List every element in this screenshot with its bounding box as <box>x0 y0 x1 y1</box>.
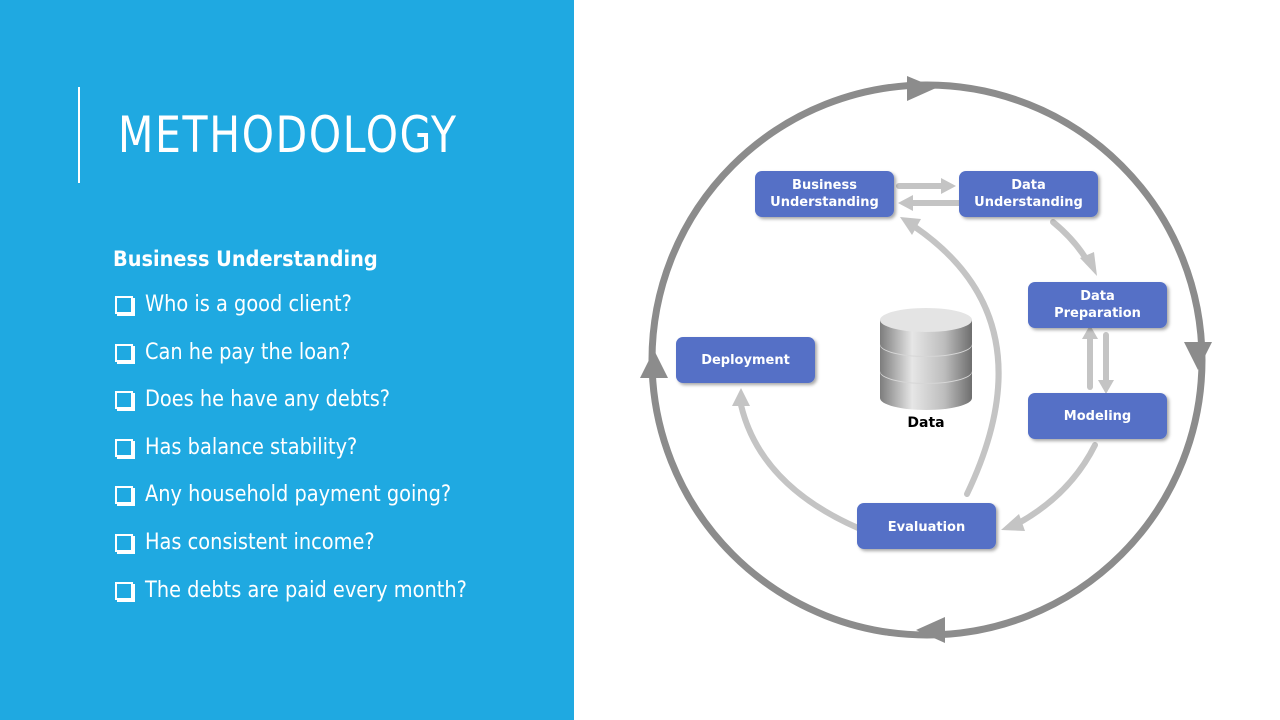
question-text: Has balance stability? <box>145 434 358 460</box>
node-label: Business <box>792 178 857 193</box>
checkbox-bullet-icon <box>115 581 133 600</box>
node-label: Understanding <box>974 195 1083 210</box>
question-list: Who is a good client? Can he pay the loa… <box>113 290 511 623</box>
crisp-dm-diagram: Data Business Understanding Data Underst… <box>630 60 1230 660</box>
outer-cycle-arrow <box>640 76 1212 643</box>
database-icon <box>880 308 972 410</box>
node-business-understanding: Business Understanding <box>755 171 894 217</box>
node-label: Data <box>1011 178 1046 193</box>
node-label: Preparation <box>1054 306 1141 321</box>
checkbox-bullet-icon <box>115 486 133 505</box>
node-label: Deployment <box>701 353 790 368</box>
node-evaluation: Evaluation <box>857 503 996 549</box>
node-label: Understanding <box>770 195 879 210</box>
list-item: Has balance stability? <box>113 433 511 481</box>
list-item: Any household payment going? <box>113 480 511 528</box>
question-text: Any household payment going? <box>145 482 452 508</box>
list-item: Does he have any debts? <box>113 385 511 433</box>
question-text: Has consistent income? <box>145 529 375 555</box>
left-panel <box>0 0 574 720</box>
data-label: Data <box>907 415 944 431</box>
question-text: Does he have any debts? <box>145 387 391 413</box>
checkbox-bullet-icon <box>115 533 133 552</box>
checkbox-bullet-icon <box>115 343 133 362</box>
list-item: The debts are paid every month? <box>113 576 511 624</box>
list-item: Has consistent income? <box>113 528 511 576</box>
checkbox-bullet-icon <box>115 296 133 314</box>
checkbox-bullet-icon <box>115 438 133 457</box>
node-data-understanding: Data Understanding <box>959 171 1098 217</box>
question-text: Can he pay the loan? <box>145 339 351 365</box>
slide-title: METHODOLOGY <box>118 106 458 164</box>
node-label: Data <box>1080 289 1115 304</box>
list-item: Who is a good client? <box>113 290 511 338</box>
node-modeling: Modeling <box>1028 393 1167 439</box>
list-item: Can he pay the loan? <box>113 338 511 386</box>
node-data-preparation: Data Preparation <box>1028 282 1167 328</box>
node-label: Evaluation <box>888 520 965 535</box>
section-heading: Business Understanding <box>113 247 378 271</box>
inner-arrowheads <box>732 178 1114 531</box>
node-label: Modeling <box>1064 409 1131 424</box>
title-accent-line <box>78 87 80 183</box>
question-text: The debts are paid every month? <box>145 577 467 603</box>
question-text: Who is a good client? <box>145 292 352 317</box>
node-deployment: Deployment <box>676 337 815 383</box>
checkbox-bullet-icon <box>115 391 133 410</box>
